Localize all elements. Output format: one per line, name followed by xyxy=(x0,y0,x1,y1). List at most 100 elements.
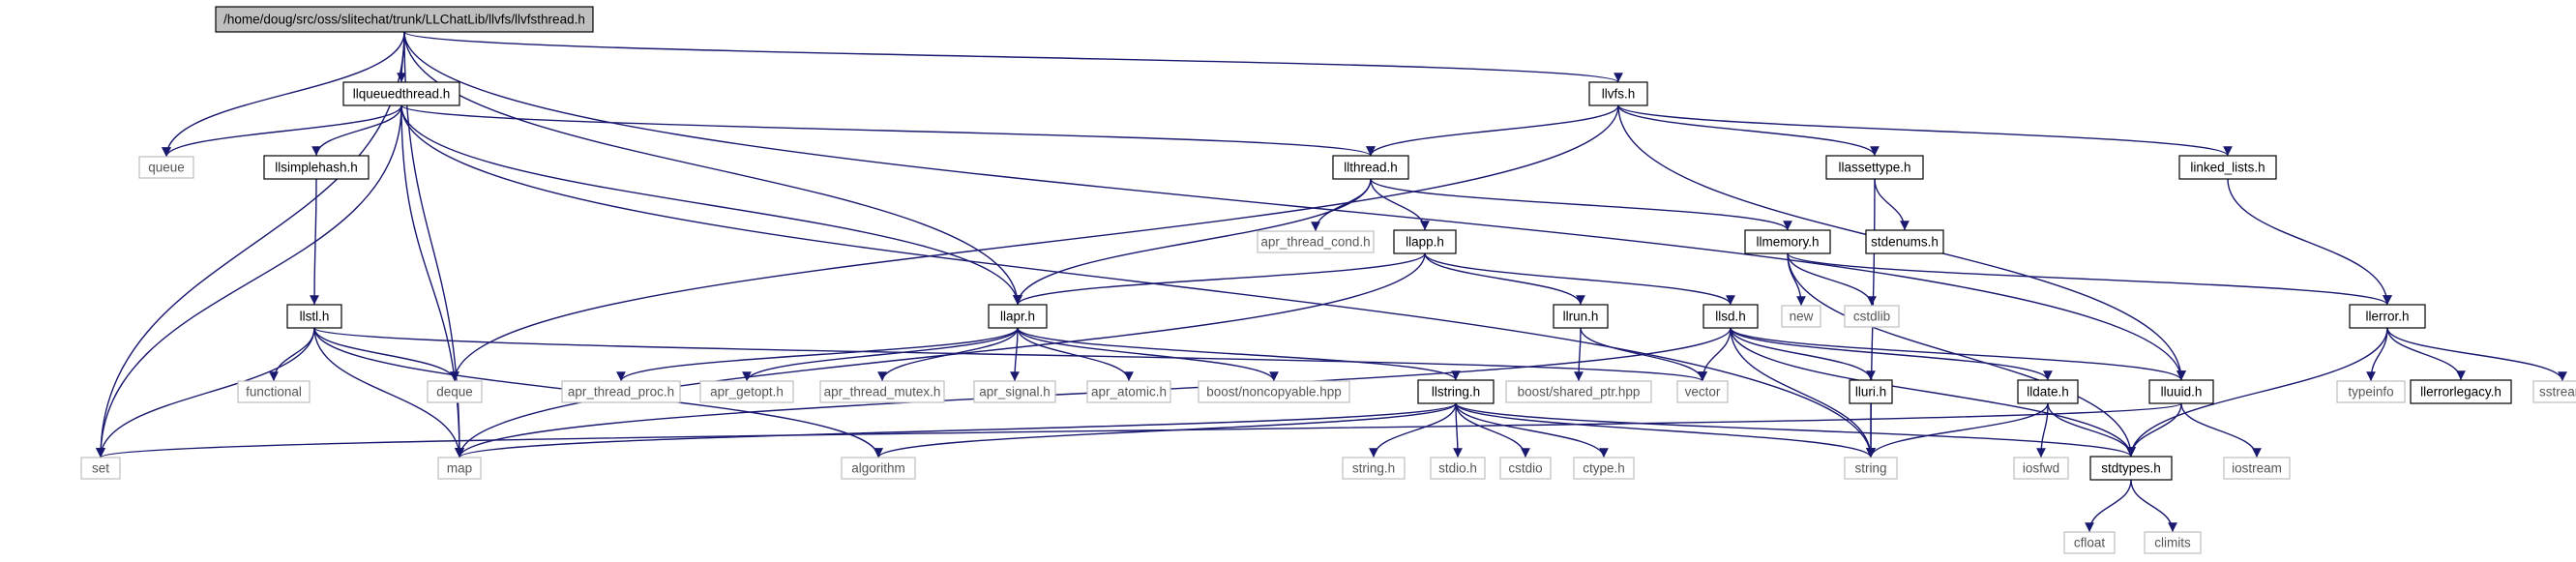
node-llapp[interactable]: llapp.h xyxy=(1393,229,1457,254)
node-cstdlib-label: cstdlib xyxy=(1853,310,1890,324)
node-cfloat-label: cfloat xyxy=(2074,536,2106,550)
node-stdenums[interactable]: stdenums.h xyxy=(1865,229,1944,254)
node-llqueuedthread[interactable]: llqueuedthread.h xyxy=(342,81,460,106)
node-cfloat-box xyxy=(2063,531,2116,554)
node-new-box xyxy=(1781,305,1821,328)
edge-llerror-to-stdtypes xyxy=(2126,327,2388,458)
node-llstring[interactable]: llstring.h xyxy=(1417,379,1495,404)
edge-llmemory-to-stdtypes xyxy=(1787,252,2136,458)
node-apr_thread_proc: apr_thread_proc.h xyxy=(561,380,681,403)
node-llstring-label: llstring.h xyxy=(1432,385,1480,399)
node-string-box xyxy=(1844,457,1898,480)
edge-llerror-to-llerrorlegacy xyxy=(2386,327,2466,381)
node-stdtypes-label: stdtypes.h xyxy=(2101,461,2161,476)
node-stdenums-label: stdenums.h xyxy=(1871,235,1939,250)
node-stdio_h: stdio.h xyxy=(1430,457,1486,480)
node-set-box xyxy=(80,457,121,480)
edge-llapr-to-apr_atomic xyxy=(1017,327,1134,382)
edge-llstring-to-ctype_h xyxy=(1455,402,1609,458)
node-llassettype-box xyxy=(1825,155,1924,180)
edge-llerror-to-typeinfo xyxy=(2366,327,2388,382)
edge-lldate-to-string xyxy=(1866,402,2049,458)
node-llmemory[interactable]: llmemory.h xyxy=(1744,229,1831,254)
node-llsimplehash-box xyxy=(263,155,370,180)
edge-llvfs-to-llthread xyxy=(1366,104,1619,157)
edge-llstring-to-string xyxy=(1455,402,1876,458)
node-boost_noncopyable-label: boost/noncopyable.hpp xyxy=(1206,385,1342,399)
edge-llsd-to-lluuid xyxy=(1730,327,2186,381)
node-llerror-box xyxy=(2349,304,2426,329)
node-boost_shared_ptr-label: boost/shared_ptr.hpp xyxy=(1518,385,1641,399)
node-stdio_h-label: stdio.h xyxy=(1438,461,1477,476)
node-apr_atomic-label: apr_atomic.h xyxy=(1091,385,1167,399)
node-lldate-box xyxy=(2017,379,2079,404)
node-lluri[interactable]: lluri.h xyxy=(1849,379,1893,404)
node-stdtypes[interactable]: stdtypes.h xyxy=(2089,456,2173,481)
edge-lluuid-to-stdtypes xyxy=(2126,402,2182,458)
node-llerrorlegacy-label: llerrorlegacy.h xyxy=(2420,385,2502,399)
node-llerrorlegacy[interactable]: llerrorlegacy.h xyxy=(2410,379,2512,404)
edge-stdtypes-to-climits xyxy=(2130,479,2177,533)
edge-llsimplehash-to-llstl xyxy=(310,178,319,306)
node-cstdio: cstdio xyxy=(1499,457,1552,480)
node-typeinfo: typeinfo xyxy=(2336,380,2406,403)
edge-llerror-to-sstream xyxy=(2386,327,2567,382)
node-linked_lists-label: linked_lists.h xyxy=(2190,161,2265,175)
node-llrun-label: llrun.h xyxy=(1563,310,1599,324)
node-llmemory-box xyxy=(1744,229,1831,254)
node-llqueuedthread-box xyxy=(342,81,460,106)
edge-llthread-to-llmemory xyxy=(1370,178,1792,231)
edge-lluuid-to-iostream xyxy=(2180,402,2262,458)
edge-lluuid-to-set xyxy=(96,402,2182,458)
node-apr_thread_mutex-label: apr_thread_mutex.h xyxy=(824,385,941,399)
edge-llapr-to-apr_thread_mutex xyxy=(877,327,1019,382)
node-string: string xyxy=(1844,457,1898,480)
node-string_h: string.h xyxy=(1342,457,1406,480)
edge-llapp-to-llsd xyxy=(1424,252,1735,306)
node-functional-label: functional xyxy=(246,385,302,399)
node-lluuid[interactable]: lluuid.h xyxy=(2148,379,2214,404)
node-llvfs[interactable]: llvfs.h xyxy=(1588,81,1648,106)
node-functional-box xyxy=(237,380,311,403)
edge-llstl-to-set xyxy=(96,327,315,458)
node-apr_thread_proc-box xyxy=(561,380,681,403)
file-nodes: /home/doug/src/oss/slitechat/trunk/LLCha… xyxy=(80,6,2576,554)
node-root-box xyxy=(215,6,594,33)
edge-stdtypes-to-cfloat xyxy=(2085,479,2132,533)
node-ctype_h-label: ctype.h xyxy=(1583,461,1625,476)
node-llrun[interactable]: llrun.h xyxy=(1553,304,1609,329)
node-llassettype-label: llassettype.h xyxy=(1838,161,1910,175)
edge-llthread-to-llapp xyxy=(1370,178,1430,231)
node-sstream-label: sstream xyxy=(2539,385,2576,399)
edge-lldate-to-iosfwd xyxy=(2036,402,2049,458)
node-llapr[interactable]: llapr.h xyxy=(988,304,1048,329)
node-llsd-label: llsd.h xyxy=(1715,310,1746,324)
node-llstl-box xyxy=(286,304,342,329)
node-llsimplehash[interactable]: llsimplehash.h xyxy=(263,155,370,180)
node-queue-box xyxy=(138,156,194,179)
node-lldate[interactable]: lldate.h xyxy=(2017,379,2079,404)
node-llstl[interactable]: llstl.h xyxy=(286,304,342,329)
node-boost_shared_ptr: boost/shared_ptr.hpp xyxy=(1505,380,1652,403)
node-linked_lists[interactable]: linked_lists.h xyxy=(2178,155,2277,180)
node-new: new xyxy=(1781,305,1821,328)
edge-linked_lists-to-llerror xyxy=(2227,178,2392,306)
node-llsd[interactable]: llsd.h xyxy=(1703,304,1759,329)
edge-llapr-to-llstring xyxy=(1017,327,1461,381)
node-apr_atomic: apr_atomic.h xyxy=(1086,380,1171,403)
node-vector-box xyxy=(1676,380,1729,403)
node-root[interactable]: /home/doug/src/oss/slitechat/trunk/LLCha… xyxy=(215,6,594,33)
edge-llvfs-to-linked_lists xyxy=(1617,104,2233,157)
edge-llstring-to-cstdio xyxy=(1455,402,1530,458)
node-sstream: sstream xyxy=(2532,380,2576,403)
node-apr_thread_mutex-box xyxy=(819,380,945,403)
node-llassettype[interactable]: llassettype.h xyxy=(1825,155,1924,180)
node-llthread[interactable]: llthread.h xyxy=(1332,155,1409,180)
node-map: map xyxy=(437,457,482,480)
node-apr_getopt: apr_getopt.h xyxy=(699,380,794,403)
node-functional: functional xyxy=(237,380,311,403)
node-sstream-box xyxy=(2532,380,2576,403)
node-llerror[interactable]: llerror.h xyxy=(2349,304,2426,329)
edge-llthread-to-llapr xyxy=(1013,178,1372,306)
